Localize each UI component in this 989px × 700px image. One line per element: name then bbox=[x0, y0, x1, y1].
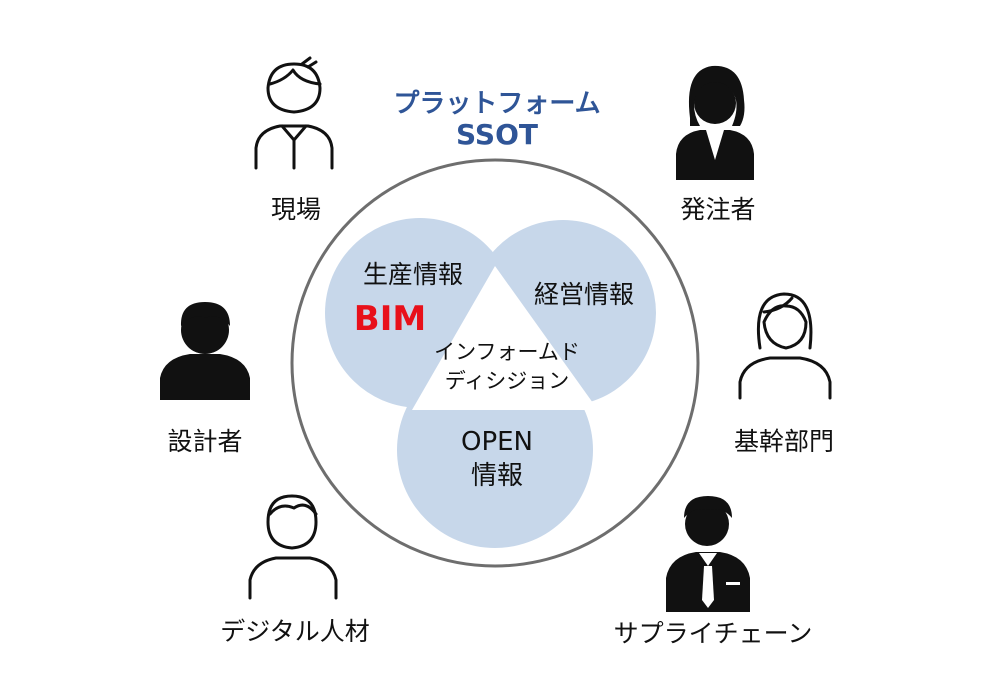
stakeholder-label-core-dept: 基幹部門 bbox=[734, 427, 834, 456]
management-info-label: 経営情報 bbox=[534, 280, 634, 309]
stakeholder-label-supply-chain: サプライチェーン bbox=[614, 619, 813, 648]
digital-talent-icon bbox=[248, 494, 338, 600]
platform-ssot: SSOT bbox=[456, 118, 538, 151]
designer-icon bbox=[160, 302, 250, 400]
client-woman-icon bbox=[676, 65, 754, 180]
bim-label: BIM bbox=[354, 299, 426, 339]
center-label-line2: ディシジョン bbox=[445, 369, 570, 393]
stakeholder-label-designer: 設計者 bbox=[167, 427, 242, 456]
platform-title: プラットフォーム bbox=[393, 89, 600, 119]
production-info-label: 生産情報 bbox=[363, 260, 463, 289]
stakeholder-label-digital-talent: デジタル人材 bbox=[220, 617, 370, 646]
core-dept-woman-icon bbox=[738, 292, 832, 400]
stakeholder-label-client: 発注者 bbox=[680, 195, 755, 224]
informed-decision-triangle bbox=[412, 266, 598, 410]
stakeholder-label-site: 現場 bbox=[271, 195, 321, 224]
center-label-line1: インフォームド bbox=[434, 340, 580, 364]
supply-chain-icon bbox=[666, 496, 750, 612]
site-worker-icon bbox=[254, 56, 334, 170]
open-info-label-line1: OPEN bbox=[461, 427, 533, 457]
open-info-label-line2: 情報 bbox=[471, 461, 523, 491]
